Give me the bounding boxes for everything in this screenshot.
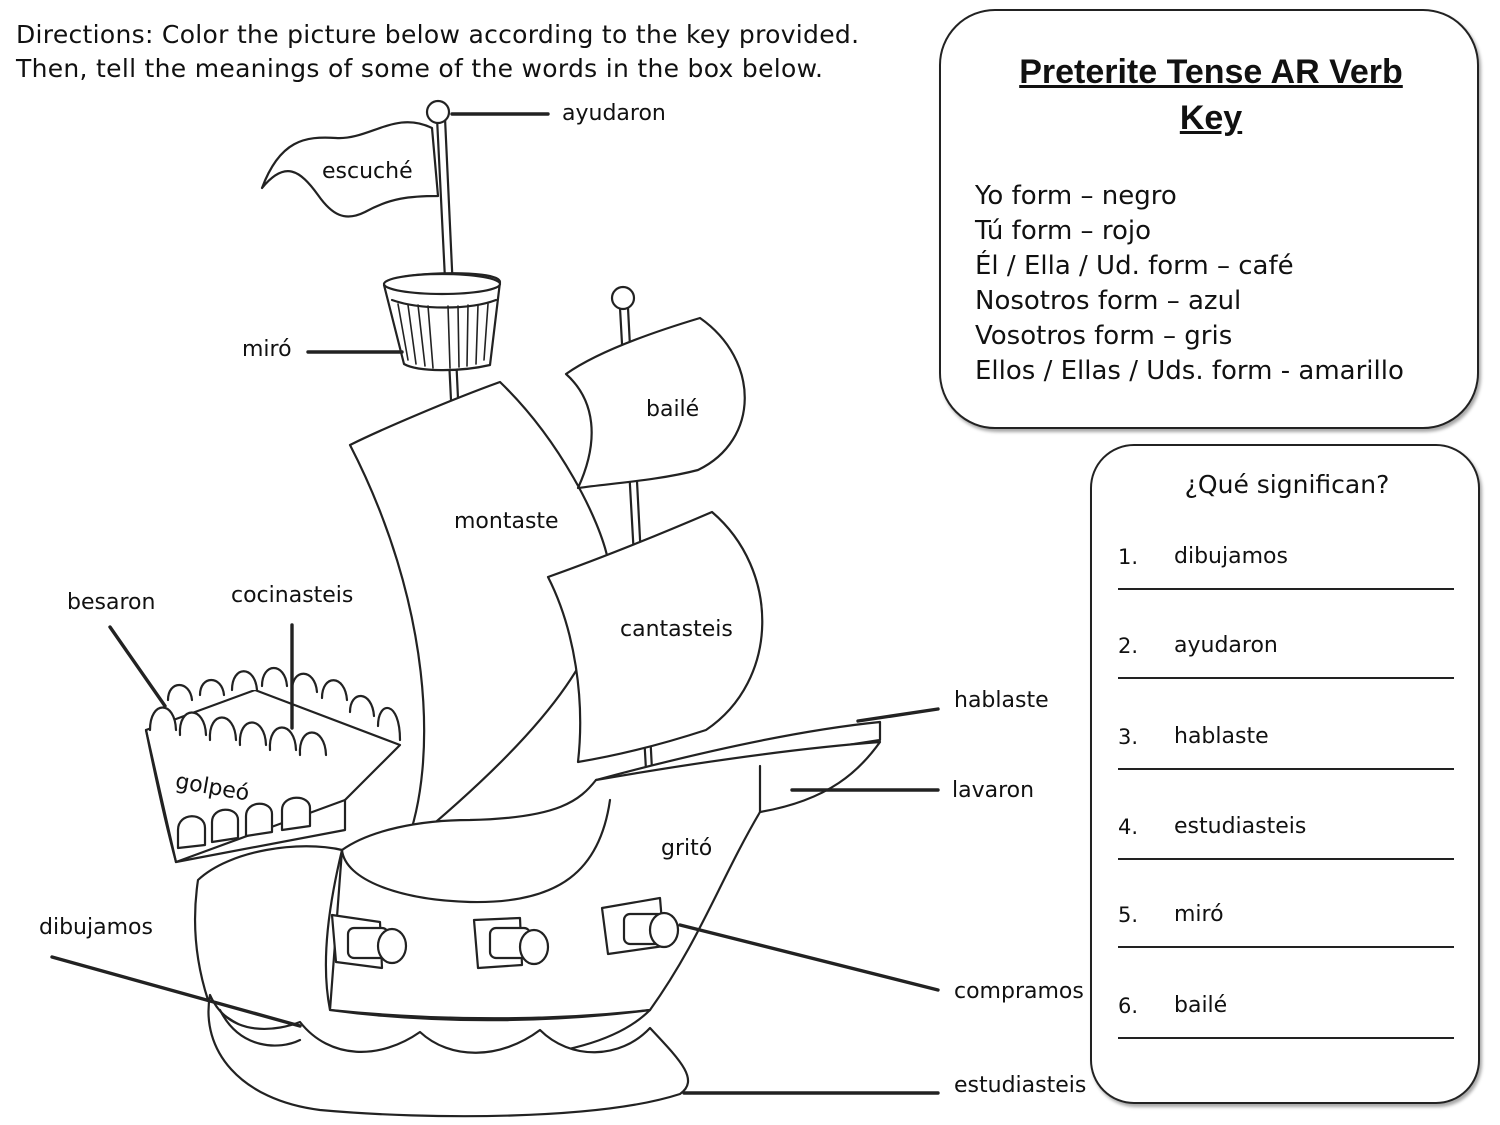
sail-cantasteis[interactable] bbox=[546, 510, 764, 764]
answer-line-6[interactable] bbox=[1118, 1037, 1454, 1039]
label-compramos: compramos bbox=[954, 979, 1084, 1004]
key-list: Yo form – negro Tú form – rojo Él / Ella… bbox=[975, 179, 1404, 389]
castle-windows[interactable] bbox=[176, 796, 312, 850]
answer-line-2[interactable] bbox=[1118, 677, 1454, 679]
answer-line-4[interactable] bbox=[1118, 858, 1454, 860]
waves[interactable] bbox=[207, 993, 690, 1118]
color-key-box: Preterite Tense AR Verb Key Yo form – ne… bbox=[939, 9, 1479, 429]
key-item-vosotros: Vosotros form – gris bbox=[975, 321, 1233, 351]
directions-line-2: Then, tell the meanings of some of the w… bbox=[16, 54, 824, 83]
label-leader-lines bbox=[50, 112, 940, 1095]
key-item-ellos: Ellos / Ellas / Uds. form - amarillo bbox=[975, 356, 1404, 386]
front-mast-ball[interactable] bbox=[610, 285, 636, 311]
list-item: 1. dibujamos bbox=[1118, 542, 1458, 612]
key-item-el: Él / Ella / Ud. form – café bbox=[975, 251, 1294, 281]
hull-grito[interactable] bbox=[328, 740, 882, 1020]
key-item-yo: Yo form – negro bbox=[975, 181, 1177, 211]
meanings-title: ¿Qué significan? bbox=[1184, 470, 1390, 499]
flag[interactable] bbox=[260, 121, 440, 218]
list-item: 2. ayudaron bbox=[1118, 631, 1458, 701]
label-baile: bailé bbox=[646, 397, 700, 422]
directions-text: Directions: Color the picture below acco… bbox=[16, 18, 936, 86]
label-dibujamos: dibujamos bbox=[39, 915, 153, 940]
answer-line-5[interactable] bbox=[1118, 946, 1454, 948]
list-item: 4. estudiasteis bbox=[1118, 812, 1458, 882]
label-cantasteis: cantasteis bbox=[620, 617, 733, 642]
sail-baile[interactable] bbox=[564, 316, 746, 490]
label-lavaron: lavaron bbox=[952, 778, 1035, 803]
castle-battlements[interactable] bbox=[148, 667, 402, 757]
key-item-nosotros: Nosotros form – azul bbox=[975, 286, 1242, 316]
ship-coloring-drawing bbox=[50, 99, 940, 1118]
label-besaron: besaron bbox=[67, 590, 156, 615]
label-escuche: escuché bbox=[322, 159, 413, 184]
meanings-box: ¿Qué significan? 1. dibujamos 2. ayudaro… bbox=[1090, 444, 1480, 1104]
label-miro: miró bbox=[242, 337, 292, 362]
label-grito: gritó bbox=[661, 836, 713, 861]
cannons[interactable] bbox=[330, 896, 680, 970]
mast-top-ball[interactable] bbox=[425, 99, 451, 125]
answer-line-3[interactable] bbox=[1118, 768, 1454, 770]
label-ayudaron: ayudaron bbox=[562, 101, 666, 126]
label-cocinasteis: cocinasteis bbox=[231, 583, 354, 608]
label-estudiasteis: estudiasteis bbox=[954, 1073, 1087, 1098]
directions-line-1: Directions: Color the picture below acco… bbox=[16, 20, 860, 49]
list-item: 6. bailé bbox=[1118, 991, 1458, 1061]
label-hablaste: hablaste bbox=[954, 688, 1049, 713]
answer-line-1[interactable] bbox=[1118, 588, 1454, 590]
label-montaste: montaste bbox=[454, 509, 559, 534]
main-mast bbox=[435, 116, 454, 422]
key-title: Preterite Tense AR Verb Key bbox=[1019, 53, 1403, 137]
key-item-tu: Tú form – rojo bbox=[975, 216, 1151, 246]
list-item: 3. hablaste bbox=[1118, 722, 1458, 792]
list-item: 5. miró bbox=[1118, 900, 1458, 970]
